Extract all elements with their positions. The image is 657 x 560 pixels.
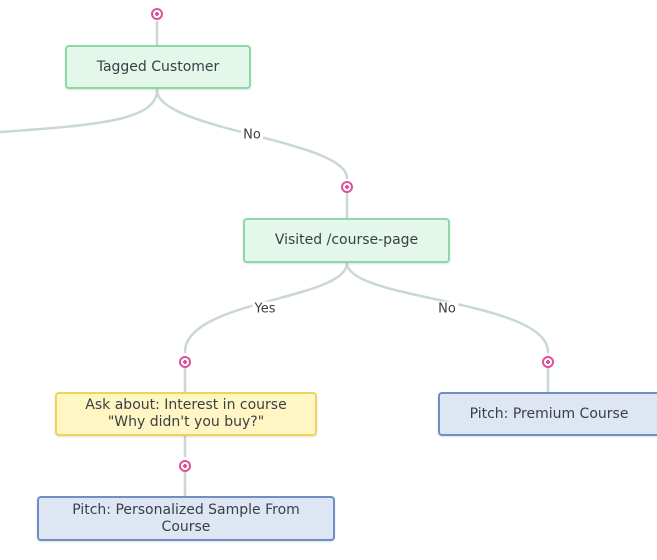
connector-tagged-left — [0, 88, 159, 134]
add-step-icon-before-ask[interactable] — [179, 356, 191, 368]
edge-label-tagged-no: No — [241, 127, 263, 143]
node-ask-about[interactable]: Ask about: Interest in course "Why didn'… — [55, 392, 317, 436]
node-pitch-premium[interactable]: Pitch: Premium Course — [438, 392, 657, 436]
edge-label-visited-yes: Yes — [252, 301, 278, 317]
node-tagged-customer[interactable]: Tagged Customer — [65, 45, 251, 89]
edge-label-visited-no: No — [436, 301, 458, 317]
node-pitch-premium-label: Pitch: Premium Course — [469, 405, 629, 422]
add-step-icon-top[interactable] — [151, 8, 163, 20]
node-pitch-sample-label: Pitch: Personalized Sample From Course — [72, 501, 300, 535]
add-step-icon-before-premium[interactable] — [542, 356, 554, 368]
node-visited-course-page[interactable]: Visited /course-page — [243, 218, 450, 263]
node-ask-about-label: Ask about: Interest in course "Why didn'… — [85, 397, 287, 430]
add-step-icon-before-visited[interactable] — [341, 181, 353, 193]
node-pitch-sample[interactable]: Pitch: Personalized Sample From Course — [37, 496, 335, 541]
add-step-icon-before-sample[interactable] — [179, 460, 191, 472]
node-visited-course-page-label: Visited /course-page — [274, 232, 419, 248]
node-tagged-customer-label: Tagged Customer — [96, 58, 220, 75]
